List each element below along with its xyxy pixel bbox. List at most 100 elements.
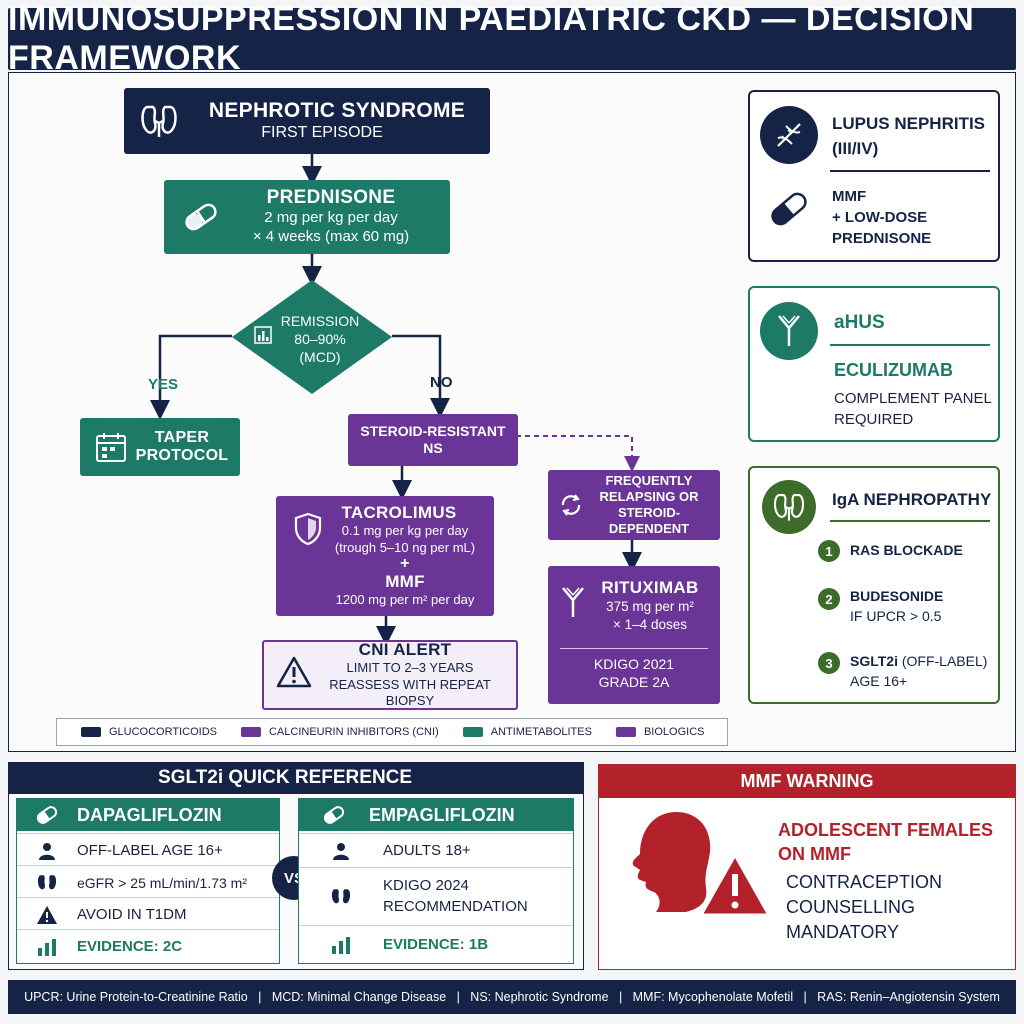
evidence-bars-icon <box>299 936 383 954</box>
lupus-nephritis-card: LUPUS NEPHRITIS (III/IV) MMF + LOW-DOSE … <box>748 90 1000 262</box>
steroid-resistant-box: STEROID-RESISTANT NS <box>348 414 518 466</box>
frequently-relapsing-box: FREQUENTLY RELAPSING OR STEROID-DEPENDEN… <box>548 470 720 540</box>
sr-line2: NS <box>423 440 443 456</box>
kidney-small-icon <box>17 873 77 893</box>
legend-swatch <box>615 727 636 737</box>
footer-glossary: UPCR: Urine Protein-to-Creatinine Ratio … <box>8 980 1016 1014</box>
fr-line3: STEROID-DEPENDENT <box>608 505 690 537</box>
complement-line1: COMPLEMENT PANEL <box>834 390 992 407</box>
mmf-warning-header: MMF WARNING <box>598 764 1016 798</box>
step-1-badge: 1 <box>818 540 840 562</box>
mmf-line1: ADOLESCENT FEMALES <box>778 820 994 840</box>
pill-icon <box>180 196 222 238</box>
legend-item-glucocorticoids: GLUCOCORTICOIDS <box>81 726 217 738</box>
no-label: NO <box>430 374 453 391</box>
capsule-icon <box>764 186 814 232</box>
kidney-icon <box>138 100 180 142</box>
mmf-line4: COUNSELLING <box>786 896 916 917</box>
grade-2a: GRADE 2A <box>598 673 670 690</box>
step-3-text: SGLT2i <box>850 653 898 669</box>
sglt2i-header: SGLT2i QUICK REFERENCE <box>8 762 584 794</box>
nephrotic-title: NEPHROTIC SYNDROME <box>208 99 466 122</box>
lupus-divider <box>830 170 990 172</box>
mmf-dose: 1200 mg per m² per day <box>335 592 475 608</box>
warning-icon <box>274 654 314 690</box>
antibody-icon <box>558 584 588 620</box>
calendar-icon <box>92 428 130 466</box>
lupus-class: (III/IV) <box>832 138 879 158</box>
sglt2i-title: SGLT2i QUICK REFERENCE <box>158 767 413 788</box>
title-bar: IMMUNOSUPPRESSION IN PAEDIATRIC CKD — DE… <box>8 0 1016 77</box>
complement-line2: REQUIRED <box>834 411 914 428</box>
empa-evidence-text: EVIDENCE: 1B <box>383 936 489 953</box>
mmf-line3: CONTRACEPTION <box>786 872 943 892</box>
legend-swatch <box>81 727 101 737</box>
remission-mcd: (MCD) <box>299 349 341 366</box>
sr-line1: STEROID-RESISTANT <box>360 422 506 439</box>
dapagliflozin-card: DAPAGLIFLOZIN OFF-LABEL AGE 16+ eGFR > 2… <box>16 798 280 964</box>
fr-line1: FREQUENTLY <box>605 472 693 488</box>
legend: GLUCOCORTICOIDS CALCINEURIN INHIBITORS (… <box>56 718 728 746</box>
cni-alert-box: CNI ALERT LIMIT TO 2–3 YEARS REASSESS WI… <box>262 640 518 710</box>
step-1-text: RAS BLOCKADE <box>850 542 963 558</box>
lupus-low-dose: + LOW-DOSE <box>832 209 928 226</box>
dapa-row-age: OFF-LABEL AGE 16+ <box>17 833 279 867</box>
taper-line1: TAPER <box>154 429 210 446</box>
dapa-age-text: OFF-LABEL AGE 16+ <box>77 842 223 859</box>
dapagliflozin-header: DAPAGLIFLOZIN <box>17 799 279 831</box>
rituximab-doses: × 1–4 doses <box>613 616 687 632</box>
dapa-evidence-text: EVIDENCE: 2C <box>77 938 183 955</box>
refresh-icon <box>556 490 586 520</box>
step-3-offlabel: (OFF-LABEL) <box>901 653 988 669</box>
rituximab-dose: 375 mg per m² <box>606 599 694 614</box>
lupus-mmf: MMF <box>832 188 867 205</box>
prednisone-duration: × 4 weeks (max 60 mg) <box>252 228 410 245</box>
nephrotic-subtitle: FIRST EPISODE <box>261 124 383 141</box>
legend-item-cni: CALCINEURIN INHIBITORS (CNI) <box>240 726 439 738</box>
mmf-line5: MANDATORY <box>786 921 900 942</box>
warning-red-icon <box>698 852 772 918</box>
kidney-green-icon <box>762 480 816 534</box>
iga-title: IgA NEPHROPATHY <box>832 490 992 509</box>
legend-label: ANTIMETABOLITES <box>490 726 592 738</box>
page-title: IMMUNOSUPPRESSION IN PAEDIATRIC CKD — DE… <box>8 0 975 77</box>
empagliflozin-header: EMPAGLIFLOZIN <box>299 799 573 831</box>
iga-divider <box>830 520 990 522</box>
kdigo-2021: KDIGO 2021 <box>593 656 675 672</box>
empa-row-evidence: EVIDENCE: 1B <box>299 925 573 963</box>
step-2-condition: IF UPCR > 0.5 <box>850 608 942 625</box>
prednisone-box: PREDNISONE 2 mg per kg per day × 4 weeks… <box>164 180 450 254</box>
legend-item-antimetabolites: ANTIMETABOLITES <box>462 726 592 738</box>
tacrolimus-box: TACROLIMUS 0.1 mg per kg per day (trough… <box>276 496 494 616</box>
remission-label: REMISSION <box>280 313 360 329</box>
mmf-warning-title: MMF WARNING <box>740 770 874 791</box>
iga-nephropathy-card: IgA NEPHROPATHY 1 RAS BLOCKADE 2 BUDESON… <box>748 466 1000 704</box>
plus-sign: + <box>400 555 410 573</box>
prednisone-title: PREDNISONE <box>266 187 396 209</box>
mmf-label: MMF <box>385 572 425 592</box>
tacrolimus-dose: 0.1 mg per kg per day <box>341 522 469 538</box>
dapagliflozin-name: DAPAGLIFLOZIN <box>77 804 222 825</box>
shield-icon <box>290 510 326 548</box>
remission-decision: REMISSION 80–90% (MCD) <box>230 278 394 396</box>
mmf-line2: ON MMF <box>778 844 851 865</box>
ahus-card: aHUS ECULIZUMAB COMPLEMENT PANEL REQUIRE… <box>748 286 1000 442</box>
taper-line2: PROTOCOL <box>135 447 229 464</box>
bar-chart-icon <box>252 324 274 346</box>
kidney-small-icon <box>299 887 383 907</box>
prednisone-dose: 2 mg per kg per day <box>264 209 398 227</box>
lupus-prednisone: PREDNISONE <box>832 230 932 247</box>
empa-kdigo-text: KDIGO 2024 <box>383 877 469 895</box>
empagliflozin-name: EMPAGLIFLOZIN <box>369 804 515 825</box>
legend-swatch <box>462 727 483 737</box>
taper-protocol-box: TAPER PROTOCOL <box>80 418 240 476</box>
dna-icon <box>760 106 818 164</box>
cni-alert-title: CNI ALERT <box>358 639 452 659</box>
rituximab-divider <box>560 648 708 649</box>
antibody-teal-icon <box>760 302 818 360</box>
rituximab-box: RITUXIMAB 375 mg per m² × 1–4 doses KDIG… <box>548 566 720 704</box>
eculizumab-label: ECULIZUMAB <box>834 360 953 380</box>
female-head-icon <box>626 808 718 914</box>
